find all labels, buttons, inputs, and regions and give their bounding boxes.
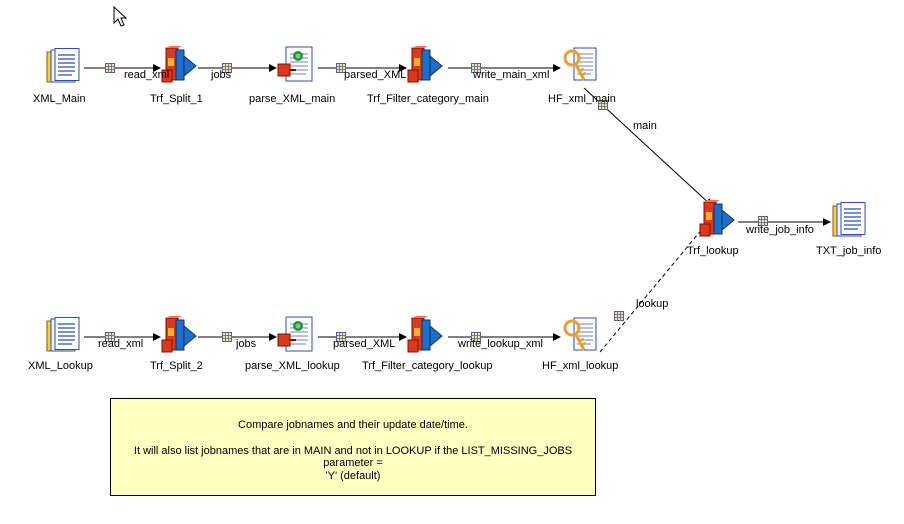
link-grid-icon <box>336 63 346 73</box>
annotation-line-3: 'Y' (default) <box>325 470 381 482</box>
xml-input-icon <box>277 316 313 352</box>
transformer-stage-trf-filter-category-lookup[interactable] <box>406 316 446 356</box>
link-label-lookup: lookup <box>636 298 669 310</box>
link-label-jobs-lookup: jobs <box>236 338 257 350</box>
stage-label-trf-split-2: Trf_Split_2 <box>150 360 203 372</box>
link-label-read-xml-main: read_xml <box>124 69 170 81</box>
annotation-line-1: Compare jobnames and their update date/t… <box>238 419 468 431</box>
link-grid-icon <box>614 311 624 321</box>
stage-label-hf-xml-lookup: HF_xml_lookup <box>542 360 619 372</box>
transformer-icon <box>699 200 735 237</box>
hashed-file-stage-hf-xml-lookup[interactable] <box>560 316 600 356</box>
annotation-line-2: It will also list jobnames that are in M… <box>133 445 573 469</box>
link-label-write-job-info: write_job_info <box>746 224 814 236</box>
link-grid-icon <box>105 63 115 73</box>
link-grid-icon <box>222 63 232 73</box>
sequential-file-stage-xml-lookup[interactable] <box>44 317 84 357</box>
mouse-cursor-icon <box>113 5 129 28</box>
link-grid-icon <box>336 332 346 342</box>
stage-label-parse-xml-lookup: parse_XML_lookup <box>245 360 340 372</box>
link-grid-icon <box>471 332 481 342</box>
link-grid-icon <box>471 63 481 73</box>
link-grid-icon <box>598 100 608 110</box>
stage-label-trf-filter-category-lookup: Trf_Filter_category_lookup <box>362 360 493 372</box>
stage-label-xml-lookup: XML_Lookup <box>28 360 93 372</box>
hashed-file-icon <box>563 47 597 81</box>
transformer-stage-trf-filter-category-main[interactable] <box>406 46 446 86</box>
sequential-file-icon <box>832 202 866 237</box>
transformer-icon <box>161 316 197 353</box>
stage-label-txt-job-info: TXT_job_info <box>816 245 882 257</box>
stage-label-trf-lookup: Trf_lookup <box>687 245 739 257</box>
link-label-parsed-xml-lookup: parsed_XML <box>333 338 396 350</box>
stage-label-hf-xml-main: HF_xml_main <box>548 93 616 105</box>
transformer-icon <box>161 46 197 83</box>
transformer-stage-trf-split-1[interactable] <box>160 46 200 86</box>
link-label-read-xml-lookup: read_xml <box>98 338 144 350</box>
stage-label-xml-main: XML_Main <box>33 93 86 105</box>
link-lookup[interactable] <box>599 221 709 353</box>
hashed-file-stage-hf-xml-main[interactable] <box>560 46 600 86</box>
stage-label-parse-xml-main: parse_XML_main <box>249 93 336 105</box>
xml-input-icon <box>277 46 313 82</box>
link-label-parsed-xml-main: parsed_XML <box>344 69 407 81</box>
link-label-write-lookup-xml: write_lookup_xml <box>458 338 543 350</box>
stage-label-trf-filter-category-main: Trf_Filter_category_main <box>367 93 489 105</box>
stage-label-trf-split-1: Trf_Split_1 <box>150 93 203 105</box>
annotation-note[interactable]: Compare jobnames and their update date/t… <box>110 398 596 496</box>
sequential-file-stage-xml-main[interactable] <box>44 48 84 88</box>
hashed-file-icon <box>563 317 597 351</box>
transformer-icon <box>407 316 443 353</box>
sequential-file-icon <box>46 48 80 83</box>
link-grid-icon <box>105 332 115 342</box>
sequential-file-icon <box>46 317 80 352</box>
link-label-jobs-main: jobs <box>211 69 232 81</box>
link-grid-icon <box>758 216 768 226</box>
link-label-main: main <box>633 120 657 132</box>
transformer-icon <box>407 46 443 83</box>
transformer-stage-trf-lookup[interactable] <box>698 200 738 240</box>
link-label-write-main-xml: write_main_xml <box>473 69 550 81</box>
xml-input-stage-parse-xml-lookup[interactable] <box>276 316 316 356</box>
transformer-stage-trf-split-2[interactable] <box>160 316 200 356</box>
sequential-file-stage-txt-job-info[interactable] <box>830 202 870 242</box>
link-grid-icon <box>222 332 232 342</box>
xml-input-stage-parse-xml-main[interactable] <box>276 46 316 86</box>
